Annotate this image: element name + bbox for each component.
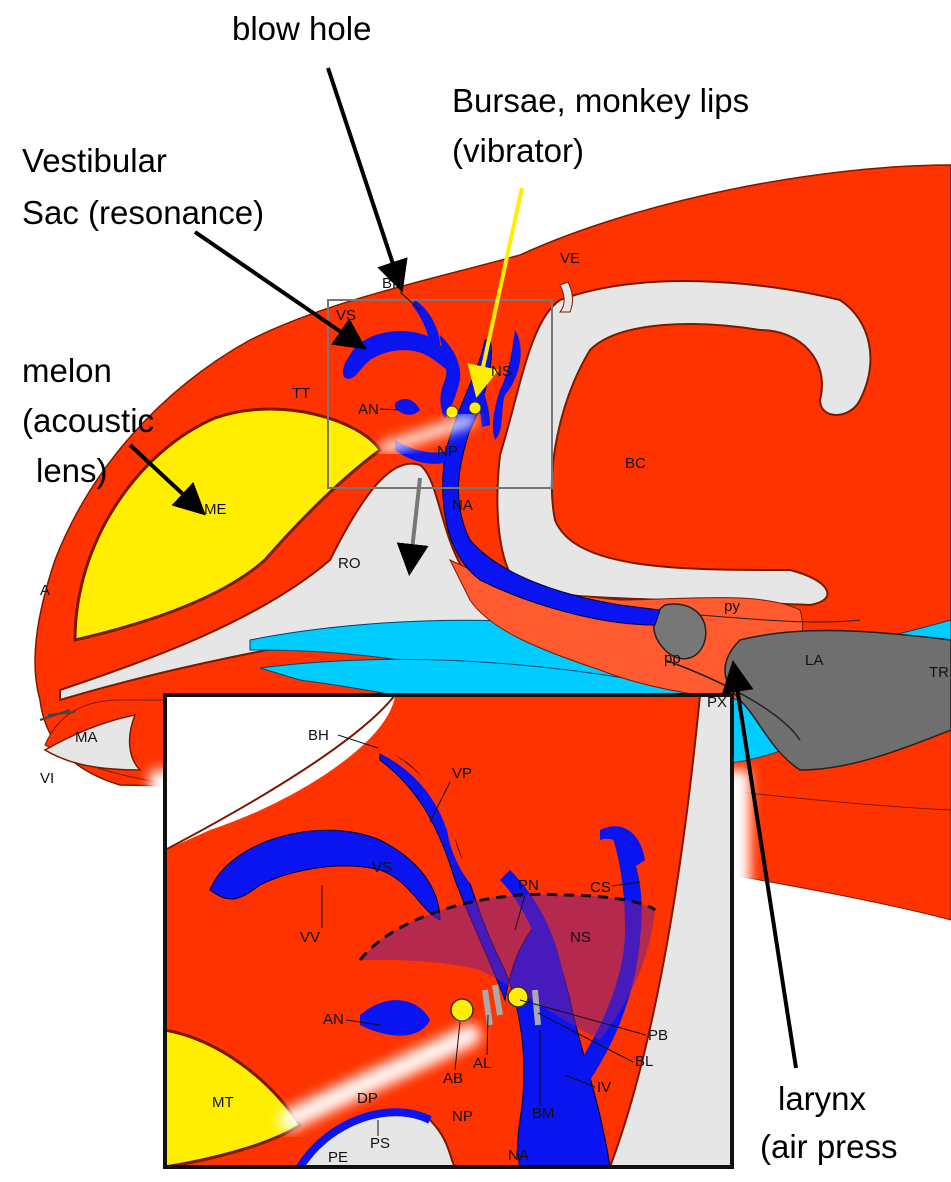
label-vi: VI — [40, 770, 54, 787]
inset-label-ns: NS — [570, 929, 591, 946]
label-ma: MA — [75, 729, 98, 746]
callout-melon-line2: (acoustic — [22, 402, 154, 439]
inset-label-al: AL — [473, 1055, 491, 1072]
inset-label-np: NP — [452, 1108, 473, 1125]
callout-melon-line3: lens) — [36, 452, 108, 489]
inset-label-vv: VV — [300, 929, 320, 946]
callout-blow-hole: blow hole — [232, 10, 371, 47]
callout-larynx-line1: larynx — [778, 1080, 867, 1117]
label-px: PX — [707, 694, 727, 711]
inset-label-vp: VP — [452, 765, 472, 782]
inset-label-bh: BH — [308, 727, 329, 744]
callout-bursae-line2: (vibrator) — [452, 132, 584, 169]
inset-label-iv: IV — [597, 1079, 611, 1096]
label-ve: VE — [560, 250, 580, 267]
label-me: ME — [204, 501, 227, 518]
label-pp: pp — [664, 650, 681, 667]
inset-label-na: NA — [508, 1147, 529, 1164]
label-bh: BH — [382, 275, 403, 292]
callout-melon-line1: melon — [22, 352, 112, 389]
label-vs: VS — [336, 307, 356, 324]
inset-label-bl: BL — [635, 1053, 653, 1070]
inset-label-mt: MT — [212, 1094, 234, 1111]
inset-label-bm: BM — [532, 1105, 555, 1122]
label-ns: NS — [491, 363, 512, 380]
label-py: py — [724, 598, 740, 615]
label-ro: RO — [338, 555, 361, 572]
label-an: AN — [358, 401, 379, 418]
label-a: A — [40, 582, 50, 599]
inset-label-pe: PE — [328, 1149, 348, 1166]
arrow-blow-hole — [328, 68, 400, 285]
inset-label-an: AN — [323, 1011, 344, 1028]
inset-detail — [165, 695, 732, 1167]
label-np: NP — [437, 443, 458, 460]
callout-vestibular-line1: Vestibular — [22, 142, 167, 179]
inset-label-ps: PS — [370, 1135, 390, 1152]
inset-label-ab: AB — [443, 1070, 463, 1087]
callout-larynx-line2: (air press — [760, 1128, 898, 1165]
inset-label-dp: DP — [357, 1090, 378, 1107]
inset-label-cs: CS — [590, 879, 611, 896]
callout-bursae-line1: Bursae, monkey lips — [452, 82, 749, 119]
label-tt: TT — [292, 385, 310, 402]
label-tr: TR — [929, 664, 949, 681]
inset-label-pb: PB — [648, 1027, 668, 1044]
label-la: LA — [805, 652, 823, 669]
label-na: NA — [452, 497, 473, 514]
callout-vestibular-line2: Sac (resonance) — [22, 194, 264, 231]
inset-label-vs: VS — [372, 859, 392, 876]
inset-label-pn: PN — [518, 877, 539, 894]
label-bc: BC — [625, 455, 646, 472]
